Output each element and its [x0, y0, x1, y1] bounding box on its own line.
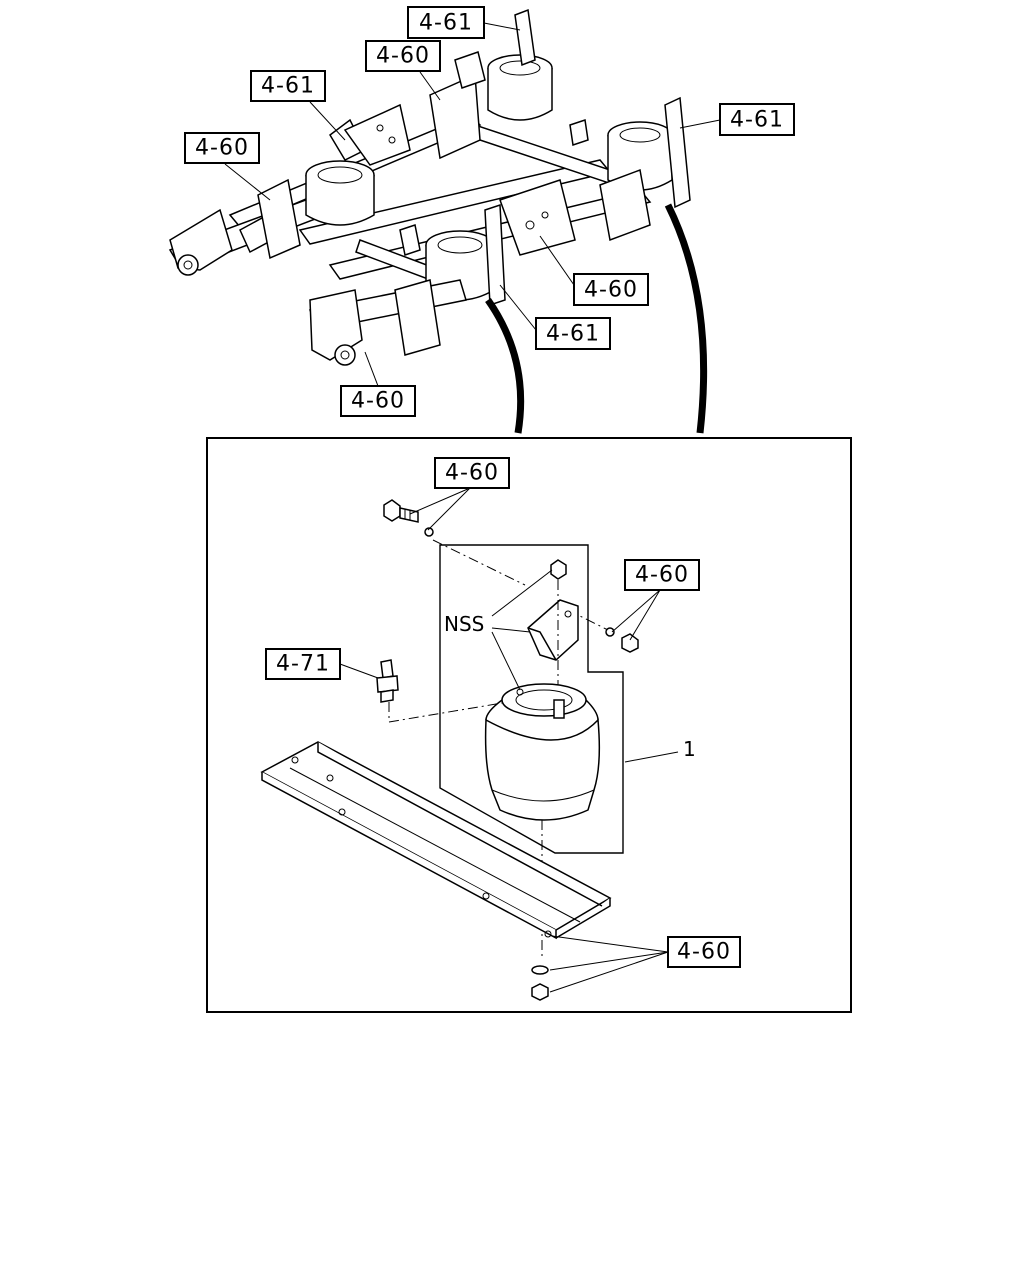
callout-far-left-4-60: 4-60: [195, 136, 249, 161]
nut-part-right: [605, 627, 639, 653]
connector-curve-left: [485, 297, 525, 434]
callout-bottom-4-60: 4-60: [677, 940, 731, 965]
washer-nut-bottom: [531, 965, 549, 1001]
callout-upper-left-4-61: 4-61: [261, 74, 315, 99]
callout-right-4-61: 4-61: [730, 108, 784, 133]
suspension-overview-illustration: [168, 8, 691, 366]
callout-nss: NSS: [444, 612, 484, 636]
callout-item-1: 1: [683, 737, 696, 761]
bolt-part: [383, 499, 434, 537]
air-fitting-part: [376, 659, 399, 703]
callout-bolt-4-60: 4-60: [445, 461, 499, 486]
connector-curve-right: [664, 203, 708, 434]
callout-bottom-left-4-60: 4-60: [351, 389, 405, 414]
nss-bracket-part: [527, 559, 579, 661]
callout-fitting-4-71: 4-71: [276, 652, 330, 677]
callout-right-mid-4-60: 4-60: [584, 278, 638, 303]
overview-callouts: 4-61 4-60 4-61 4-60 4-61 4-60 4-61 4-60: [184, 6, 795, 417]
callout-second-4-60: 4-60: [376, 44, 430, 69]
callout-center-lower-4-61: 4-61: [546, 322, 600, 347]
mounting-channel-part: [260, 741, 612, 940]
callout-nut-4-60: 4-60: [635, 563, 689, 588]
detail-frame: [206, 437, 852, 1013]
detail-callouts: 4-60 4-60 4-71 NSS 1 4-60: [265, 457, 741, 993]
air-spring-part: [484, 683, 601, 821]
assembly-1-outline: [439, 544, 624, 854]
callout-top-4-61: 4-61: [419, 11, 473, 36]
